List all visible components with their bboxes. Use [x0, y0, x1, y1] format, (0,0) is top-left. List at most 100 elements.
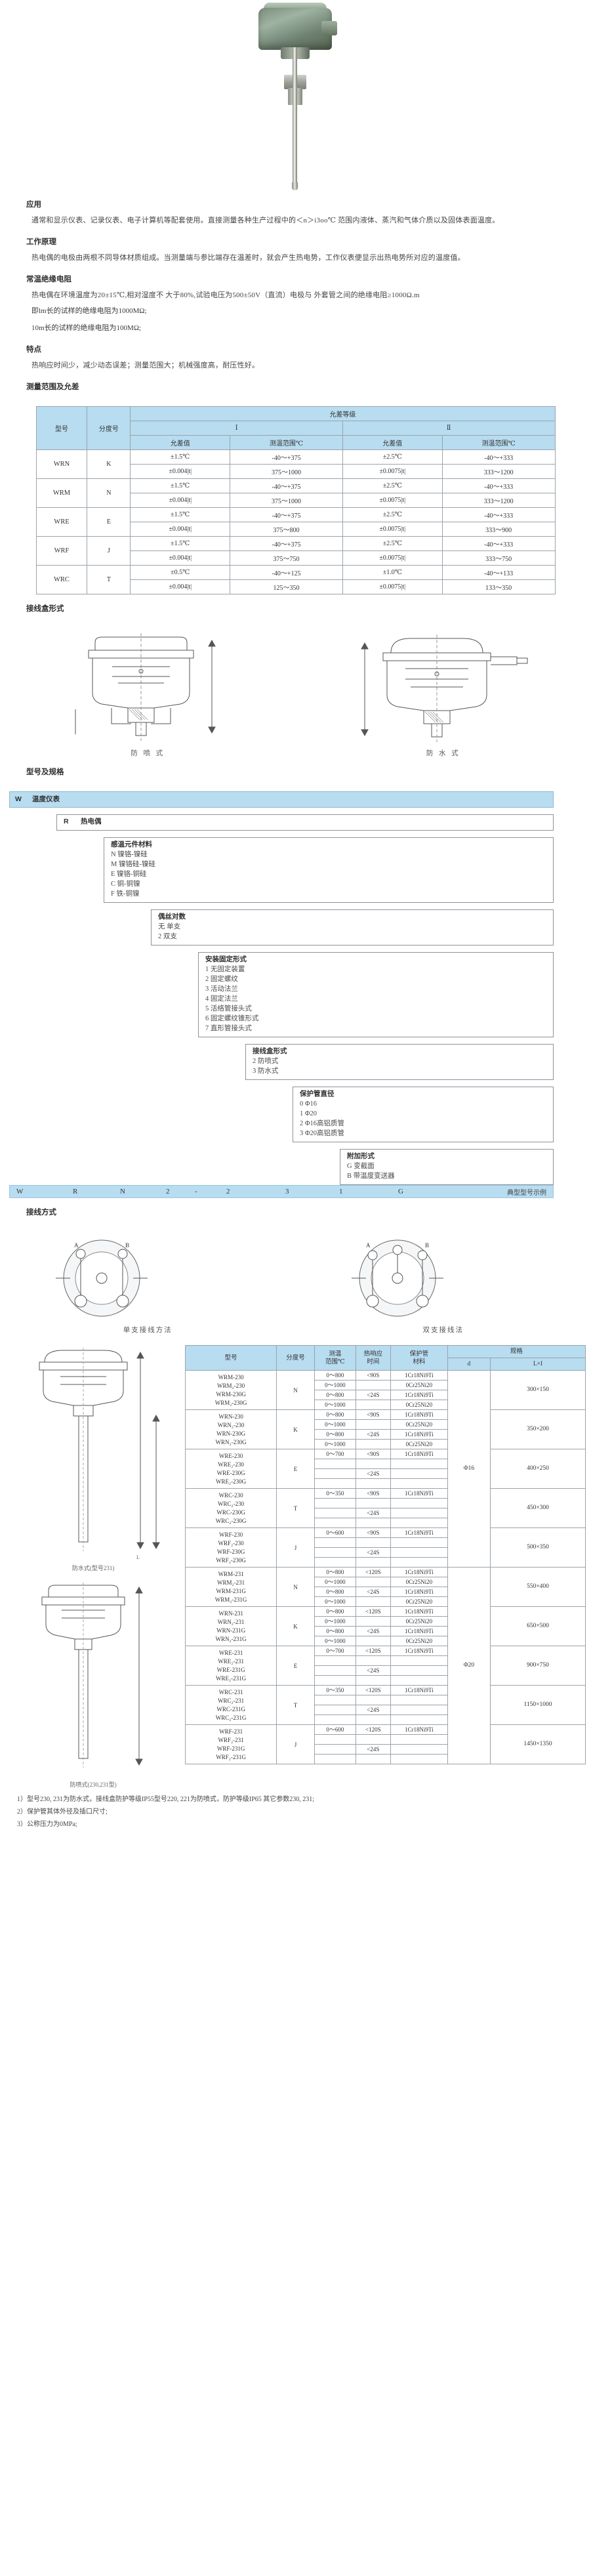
- cell-tol-2: ±2.5℃: [342, 449, 443, 465]
- node-option-6[interactable]: 7 直形管接头式: [205, 1025, 252, 1032]
- spec-cell-grade: N: [276, 1370, 315, 1410]
- node-option-3[interactable]: 4 固定法兰: [205, 995, 238, 1003]
- node-option-0[interactable]: 0 Φ16: [300, 1100, 317, 1108]
- insulation-line-1m: 即lm长的试样的绝缘电阻为1000MΩ;: [31, 307, 147, 315]
- spec-th-temp-range: 测温范围℃: [314, 1345, 356, 1371]
- cell-range-2: -40～+333: [441, 507, 556, 522]
- cell-model: WRN: [35, 449, 88, 479]
- thermocouple-image: [197, 1, 394, 190]
- cell-range-2: -40～+133: [441, 565, 556, 580]
- spec-cell-range: 0～1000: [314, 1577, 356, 1587]
- spec-cell-response: [355, 1478, 391, 1489]
- heading-range: 测量范围及允差: [26, 383, 79, 391]
- svg-text:B: B: [425, 1242, 429, 1249]
- cell-tol-2: ±0.0075|t|: [342, 464, 443, 479]
- node-option-4[interactable]: F 铁-铜镍: [111, 890, 140, 898]
- spec-cell-material: 1Cr18Ni9Ti: [390, 1390, 448, 1400]
- cell-model: WRM: [35, 478, 88, 508]
- spec-cell-grade: T: [276, 1685, 315, 1725]
- bottom-section: L 防水式(型号231) 防喷式: [0, 1345, 591, 1789]
- node-option-1[interactable]: 3 防水式: [253, 1068, 279, 1075]
- spec-cell-response: [355, 1754, 391, 1764]
- node-option-1[interactable]: 2 双支: [158, 933, 177, 940]
- node-option-5[interactable]: 6 固定螺纹锥形式: [205, 1015, 259, 1022]
- product-photo: [0, 0, 591, 190]
- node-option-1[interactable]: B 带温度变送器: [347, 1173, 395, 1180]
- model-spec-section: 型号及规格: [0, 766, 591, 787]
- spec-cell-range: [314, 1675, 356, 1686]
- spec-cell-material: 1Cr18Ni9Ti: [390, 1370, 448, 1381]
- node-option-3[interactable]: C 铜-铜镍: [111, 881, 140, 888]
- spec-cell-range: [314, 1498, 356, 1508]
- spec-cell-length: 300×150: [490, 1370, 586, 1410]
- node-option-2[interactable]: E 镍铬-铜硅: [111, 871, 147, 878]
- spec-cell-response: <24S: [355, 1508, 391, 1518]
- spec-cell-material: 1Cr18Ni9Ti: [390, 1587, 448, 1597]
- spec-cell-material: [390, 1459, 448, 1469]
- spec-cell-response: <24S: [355, 1626, 391, 1636]
- cell-range-2: -40～+333: [441, 449, 556, 465]
- node-option-4[interactable]: 5 活络管接头式: [205, 1005, 252, 1012]
- spec-cell-range: [314, 1557, 356, 1568]
- heading-model-spec: 型号及规格: [26, 768, 64, 776]
- node-option-1[interactable]: 2 固定螺纹: [205, 976, 238, 983]
- cell-range-1: 375～1000: [230, 464, 343, 479]
- datasheet-page: 应用 通常和显示仪表、记录仪表、电子计算机等配套使用。直接测量各种生产过程中的＜…: [0, 0, 591, 1828]
- spec-cell-range: 0～800: [314, 1567, 356, 1577]
- spec-cell-range: [314, 1537, 356, 1548]
- spec-cell-material: 0Cr25Ni20: [390, 1616, 448, 1627]
- spray-proof-drawing: [75, 633, 216, 741]
- paragraph-insulation: 热电偶在环境温度为20±15℃,相对湿度不 大于80%,试验电压为500±50V…: [31, 291, 420, 299]
- table-row: ±0.004|t|375～800±0.0075|t|333～900: [36, 522, 556, 537]
- spec-cell-response: <120S: [355, 1685, 391, 1695]
- spec-cell-response: [355, 1439, 391, 1449]
- junction-section: 接线盒形式: [0, 603, 591, 624]
- spec-cell-length: 650×500: [490, 1606, 586, 1646]
- node-option-2[interactable]: 2 Φ16高铝质管: [300, 1120, 345, 1127]
- table-row: 0～1000 0Cr25Ni20: [186, 1596, 586, 1607]
- node-option-0[interactable]: 无 单支: [158, 923, 181, 930]
- spec-cell-range: [314, 1695, 356, 1705]
- cell-tol-1: ±1.5℃: [130, 536, 231, 551]
- node-option-0[interactable]: 2 防喷式: [253, 1058, 279, 1065]
- table-row: ±0.004|t|375～750±0.0075|t|333～750: [36, 551, 556, 566]
- cell-model: WRF: [35, 536, 88, 566]
- node-option-0[interactable]: 1 无固定装置: [205, 966, 245, 973]
- spec-cell-response: [355, 1577, 391, 1587]
- node-option-0[interactable]: N 镍铬-镍硅: [111, 851, 148, 858]
- spec-cell-range: 0～1000: [314, 1439, 356, 1449]
- cell-range-2: 333～1200: [441, 464, 556, 479]
- node-option-3[interactable]: 3 Φ20高铝质管: [300, 1130, 345, 1137]
- spec-cell-material: [390, 1734, 448, 1745]
- cell-range-1: 125～350: [230, 579, 343, 594]
- cell-tol-1: ±0.5℃: [130, 565, 231, 580]
- node-option-0[interactable]: G 变截面: [347, 1163, 375, 1170]
- node-option-2[interactable]: 3 活动法兰: [205, 986, 238, 993]
- cell-range-1: 375～1000: [230, 493, 343, 508]
- cell-tol-1: ±0.004|t|: [130, 522, 231, 537]
- cell-grade: E: [87, 507, 131, 537]
- cell-grade: J: [87, 536, 131, 566]
- model-code-char-7: 1: [339, 1188, 343, 1195]
- th-temp-range-2: 测温范围℃: [441, 435, 556, 450]
- model-code-char-3: 2: [166, 1188, 170, 1195]
- node-option-1[interactable]: 1 Φ20: [300, 1110, 317, 1117]
- spec-cell-range: 0～800: [314, 1587, 356, 1597]
- node-option-1[interactable]: M 镍铬硅-镍硅: [111, 861, 155, 868]
- spec-cell-material: [390, 1547, 448, 1558]
- cell-tol-2: ±2.5℃: [342, 478, 443, 493]
- spec-cell-response: <90S: [355, 1370, 391, 1381]
